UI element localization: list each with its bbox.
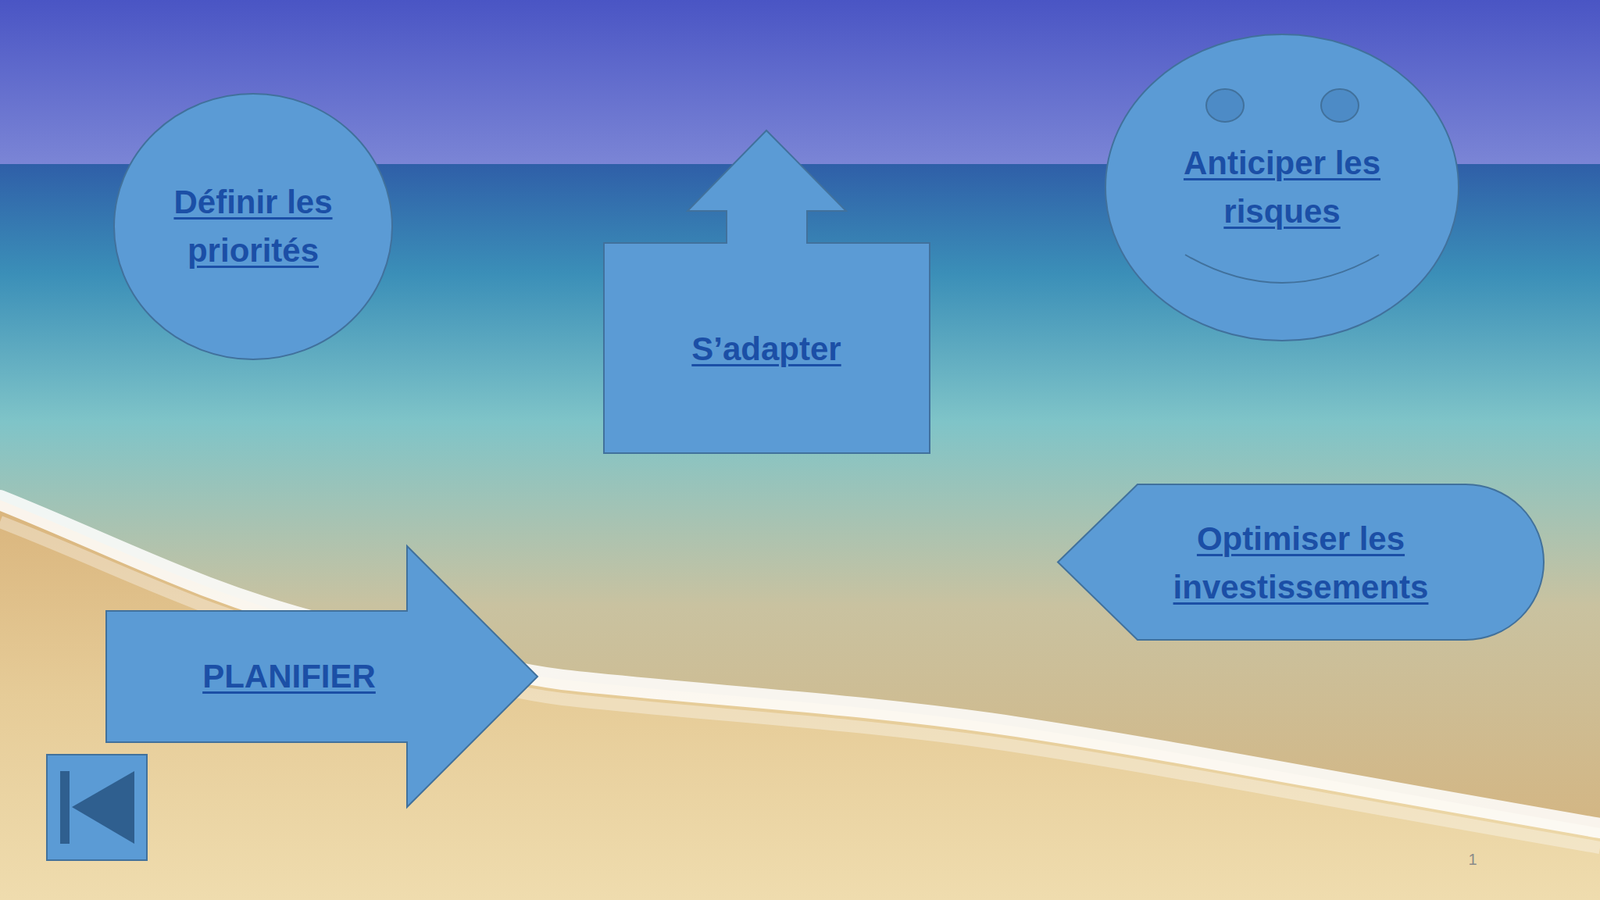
node-label: S’adapter <box>617 325 915 374</box>
priority-circle: Définir les priorités <box>113 92 393 361</box>
priority-circle-outline <box>113 92 393 361</box>
display-shape: Optimiser les investissements <box>1057 484 1544 640</box>
node-label: Anticiper les risques <box>1157 139 1408 236</box>
smiley-face-outline <box>1104 33 1460 341</box>
smiley-face: Anticiper les risques <box>1104 33 1460 341</box>
back-button <box>46 754 147 861</box>
arrow-callout-box: S’adapter <box>603 130 930 454</box>
right-arrow: PLANIFIER <box>106 546 538 808</box>
display-shape-outline <box>1057 484 1544 640</box>
arrow-callout-box-outline <box>603 130 930 454</box>
slide-number: 1 <box>1467 850 1477 869</box>
node-label: Optimiser les investissements <box>1132 514 1469 612</box>
node-label: Définir les priorités <box>135 178 371 275</box>
node-label: PLANIFIER <box>156 652 422 701</box>
